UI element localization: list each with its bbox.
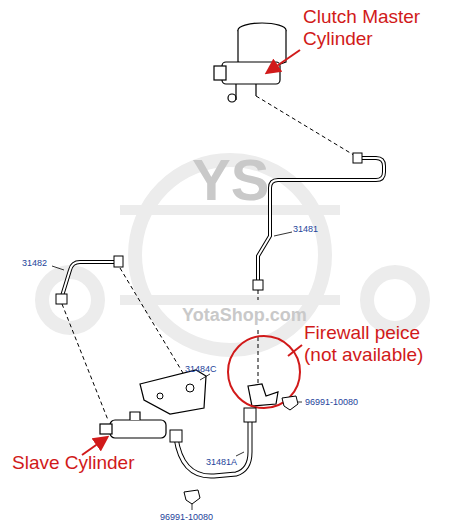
callout-leader [236, 452, 244, 456]
pointer-line [288, 345, 302, 356]
slave-cylinder [100, 412, 166, 438]
callout-leader [200, 374, 210, 380]
callout-leader [52, 266, 64, 270]
master-cylinder [214, 23, 286, 102]
callout-number: 31481 [293, 224, 318, 235]
pipe-31482 [62, 262, 118, 296]
callout-number: 96991-10080 [305, 397, 358, 408]
clip [184, 490, 200, 504]
part-annotation: Firewall peice (not available) [304, 322, 454, 366]
callout-leader [274, 232, 292, 236]
hose-fitting [170, 430, 182, 442]
pipe-fitting [114, 256, 123, 267]
hose-31481a [176, 420, 250, 476]
part-annotation: Clutch Master Cylinder [303, 6, 443, 50]
pointer-arrow [268, 50, 300, 72]
watermark-text: YS [192, 148, 269, 212]
pipe-fitting [56, 294, 67, 304]
watermark-wrench [120, 210, 340, 300]
callout-number: 31484C [185, 364, 217, 375]
firewall-piece [248, 384, 278, 406]
clip [282, 396, 298, 410]
callout-number: 31481A [206, 457, 237, 468]
dashed-leader [256, 96, 362, 160]
pipe-fitting [253, 280, 263, 290]
bracket-31484c [140, 370, 206, 414]
watermark-text: YotaShop.com [182, 304, 307, 326]
callout-number: 31482 [22, 258, 47, 269]
part-annotation: Slave Cylinder [12, 452, 135, 474]
hose-fitting [244, 408, 256, 422]
pipe-fitting [353, 153, 362, 163]
pipe-31481 [258, 158, 384, 282]
dashed-leader [258, 290, 259, 386]
callout-number: 96991-10080 [160, 512, 213, 523]
